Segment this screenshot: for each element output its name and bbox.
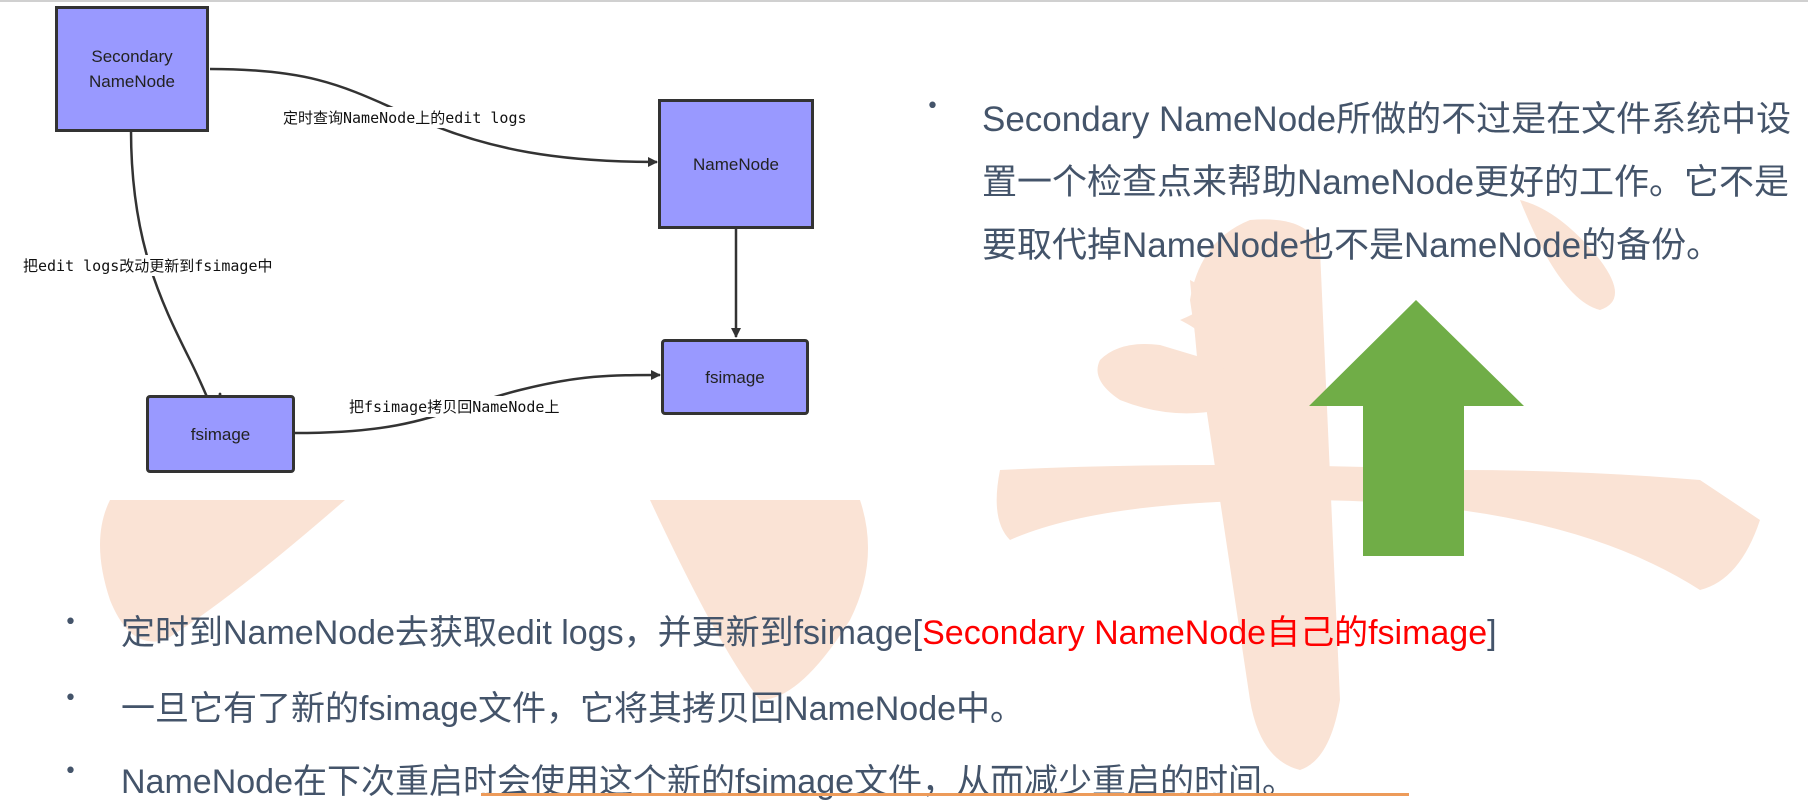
edge-label-query: 定时查询NameNode上的edit logs (282, 107, 528, 128)
bullet-dot: • (64, 610, 77, 635)
node-namenode: NameNode (658, 99, 814, 229)
underline-highlight (481, 793, 1409, 796)
watermark-stroke (650, 500, 868, 700)
node-label: NameNode (693, 154, 779, 174)
bullet-2: 一旦它有了新的fsimage文件，它将其拷贝回NameNode中。 (121, 690, 1025, 728)
bullet-1: 定时到NameNode去获取edit logs，并更新到fsimage[Seco… (121, 605, 1497, 654)
bullet-dot: • (926, 94, 939, 119)
bullet-dot: • (64, 759, 77, 784)
node-secondary-namenode: Secondary NameNode (55, 6, 209, 132)
watermark-stroke (996, 465, 1760, 590)
bullet-1-highlight: Secondary NameNode自己的fsimage (922, 614, 1488, 652)
node-fsimage-right: fsimage (661, 339, 809, 415)
watermark-stroke (1097, 344, 1233, 414)
node-label: fsimage (190, 424, 251, 444)
edge-label-copy: 把fsimage拷贝回NameNode上 (348, 396, 561, 417)
right-bullet-text: Secondary NameNode所做的不过是在文件系统中设置一个检查点来帮助… (982, 100, 1792, 265)
edge-copy-back (294, 370, 661, 435)
watermark-stroke (1520, 200, 1615, 310)
node-label: fsimage (705, 367, 765, 387)
node-label: Secondary NameNode (89, 47, 175, 91)
top-border (0, 0, 1808, 2)
node-fsimage-left: fsimage (146, 395, 295, 473)
edge-label-update: 把edit logs改动更新到fsimage中 (22, 255, 274, 276)
bullet-1-tail: ] (1487, 614, 1497, 652)
bullet-dot: • (64, 686, 77, 711)
watermark-stroke (100, 500, 345, 642)
bullet-1-text: 定时到NameNode去获取edit logs，并更新到fsimage[ (121, 614, 923, 652)
